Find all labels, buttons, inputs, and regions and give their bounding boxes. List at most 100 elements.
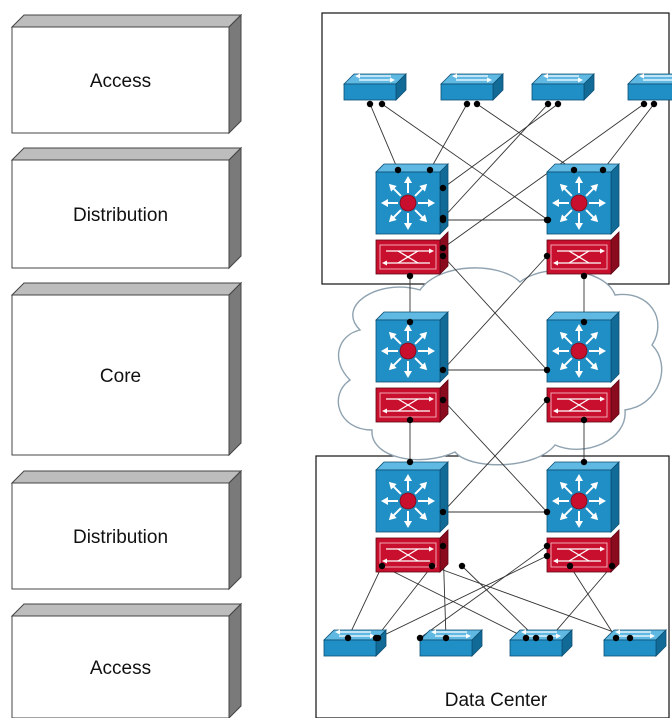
link-endpoint: [366, 100, 374, 108]
link-endpoint: [580, 458, 588, 466]
link-endpoint: [612, 634, 620, 642]
distribution-bottom-right-switch: [546, 461, 620, 533]
network-link: [381, 103, 549, 221]
network-link: [442, 255, 548, 371]
block-top-face: [10, 282, 243, 296]
block-front-face: [11, 159, 230, 269]
layer-label: Distribution: [73, 205, 168, 226]
network-link: [375, 565, 433, 639]
block-front-face: [11, 482, 230, 590]
link-endpoint: [554, 100, 562, 108]
link-endpoint: [442, 634, 450, 642]
distribution-bottom-right-router: [546, 529, 620, 573]
link-endpoint: [458, 562, 466, 570]
network-link: [419, 545, 548, 639]
distribution-top-right-router: [546, 231, 620, 275]
link-endpoint: [543, 366, 551, 374]
layer-block-distribution-bottom: Distribution: [10, 469, 243, 591]
core-right-switch: [546, 311, 620, 383]
access-switch-bottom-4: [603, 629, 667, 657]
link-endpoint: [546, 634, 554, 642]
link-endpoint: [439, 542, 447, 550]
link-endpoint: [439, 216, 447, 224]
link-endpoints: [344, 100, 658, 642]
core-right-router: [546, 379, 620, 423]
link-endpoint: [428, 562, 436, 570]
access-switch-bottom-3: [509, 629, 573, 657]
data-center-label: Data Center: [445, 690, 548, 711]
layer-block-access-top: Access: [10, 13, 243, 135]
network-link: [442, 103, 559, 189]
link-endpoint: [640, 100, 648, 108]
link-endpoint: [439, 184, 447, 192]
block-side-face: [228, 602, 242, 718]
network-link: [347, 565, 383, 639]
block-front-face: [11, 294, 230, 456]
layer-label: Access: [90, 71, 151, 92]
network-link: [602, 103, 655, 171]
network-link: [476, 103, 575, 171]
link-endpoint: [463, 100, 471, 108]
network-link: [442, 103, 549, 219]
link-endpoint: [543, 396, 551, 404]
network-link: [549, 565, 613, 639]
access-switch-top-4: [627, 73, 672, 101]
network-links: [347, 103, 655, 639]
layer-block-distribution-top: Distribution: [10, 146, 243, 270]
link-endpoint: [439, 396, 447, 404]
block-top-face: [10, 147, 243, 161]
link-endpoint: [543, 216, 551, 224]
link-endpoint: [543, 552, 551, 560]
link-endpoint: [544, 100, 552, 108]
network-link: [431, 565, 631, 639]
access-switch-bottom-1: [323, 629, 387, 657]
core-left-router: [375, 379, 449, 423]
link-endpoint: [570, 166, 578, 174]
distribution-bottom-left-router: [375, 529, 449, 573]
link-endpoint: [543, 542, 551, 550]
layer-label: Access: [90, 658, 151, 679]
block-top-face: [10, 14, 243, 28]
block-top-face: [10, 603, 243, 617]
network-link: [461, 565, 537, 639]
block-side-face: [228, 13, 242, 135]
link-endpoint: [378, 100, 386, 108]
link-endpoint: [543, 252, 551, 260]
block-side-face: [228, 469, 242, 591]
distribution-top-right-switch: [546, 163, 620, 235]
access-switch-top-3: [531, 73, 595, 101]
core-left-switch: [375, 311, 449, 383]
link-endpoint: [406, 416, 414, 424]
distribution-top-left-router: [375, 231, 449, 275]
link-endpoint: [522, 634, 530, 642]
link-endpoint: [406, 272, 414, 280]
link-endpoint: [439, 244, 447, 252]
link-endpoint: [439, 252, 447, 260]
network-devices: [323, 73, 672, 657]
link-endpoint: [426, 166, 434, 174]
layer-label: Core: [100, 366, 141, 387]
layer-block-core: Core: [10, 281, 243, 457]
access-switch-top-1: [343, 73, 407, 101]
link-endpoint: [543, 508, 551, 516]
link-endpoint: [580, 272, 588, 280]
block-top-face: [10, 470, 243, 484]
access-switch-top-2: [440, 73, 504, 101]
link-endpoint: [406, 458, 414, 466]
link-endpoint: [650, 100, 658, 108]
network-link: [442, 399, 548, 513]
link-endpoint: [566, 562, 574, 570]
network-link: [377, 555, 548, 639]
link-endpoint: [532, 634, 540, 642]
network-link: [429, 103, 468, 171]
link-endpoint: [580, 416, 588, 424]
link-endpoint: [439, 508, 447, 516]
link-endpoint: [344, 634, 352, 642]
link-endpoint: [608, 562, 616, 570]
network-link: [569, 565, 617, 639]
network-link: [381, 565, 527, 639]
link-endpoint: [374, 634, 382, 642]
network-link: [369, 103, 399, 171]
link-endpoint: [394, 166, 402, 174]
